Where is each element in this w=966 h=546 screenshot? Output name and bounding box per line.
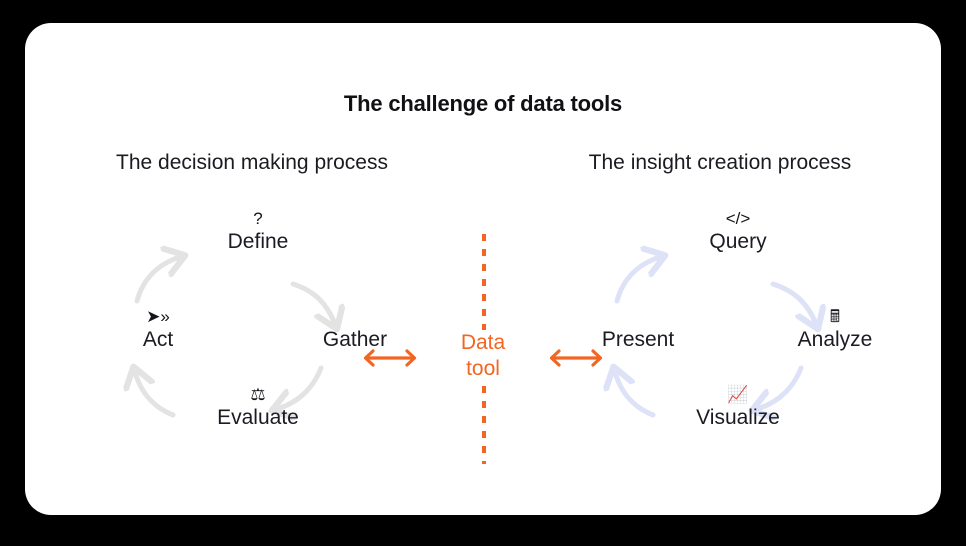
node-act-label: Act <box>142 328 174 351</box>
data-tool-group: Data tool <box>363 218 603 464</box>
calculator-icon: 🖩 <box>829 307 841 326</box>
node-evaluate[interactable]: ⚖ Evaluate <box>173 385 343 431</box>
arrow-evaluate-to-act <box>135 372 176 418</box>
node-act[interactable]: ➤» Act <box>73 307 243 353</box>
node-query[interactable]: </> Query <box>653 209 823 255</box>
balance-scales-icon: ⚖ <box>250 385 266 404</box>
node-present-label: Present <box>601 328 675 351</box>
node-gather-label: Gather <box>322 328 388 351</box>
fast-forward-arrow-icon: ➤» <box>146 307 170 326</box>
data-tool-label: Data tool <box>433 330 533 382</box>
data-tool-label-line2: tool <box>466 357 500 380</box>
right-process-label: The insight creation process <box>588 151 852 174</box>
diagram-card: The challenge of data tools The decision… <box>25 23 941 515</box>
node-evaluate-label: Evaluate <box>217 406 299 429</box>
code-brackets-icon: </> <box>725 209 751 228</box>
node-analyze-label: Analyze <box>797 328 873 351</box>
node-analyze[interactable]: 🖩 Analyze <box>750 307 920 353</box>
left-process-label: The decision making process <box>116 151 388 174</box>
node-query-label: Query <box>709 230 767 253</box>
double-headed-arrow-icon-left <box>363 349 417 367</box>
arrow-visualize-to-present <box>615 372 656 418</box>
node-define[interactable]: ? Define <box>173 209 343 255</box>
node-visualize-label: Visualize <box>696 406 780 429</box>
vertical-dashed-divider-top <box>482 234 486 330</box>
arrow-present-to-query <box>614 257 660 304</box>
node-visualize[interactable]: 📈 Visualize <box>653 385 823 431</box>
node-define-label: Define <box>227 230 289 253</box>
question-mark-icon: ? <box>253 209 263 228</box>
vertical-dashed-divider-bottom <box>482 386 486 464</box>
node-gather[interactable]: Gather <box>270 307 440 353</box>
bar-chart-icon: 📈 <box>727 385 749 404</box>
data-tool-label-line1: Data <box>460 331 506 354</box>
double-headed-arrow-icon-right <box>549 349 603 367</box>
arrow-act-to-define <box>134 257 180 304</box>
page-title: The challenge of data tools <box>343 91 623 116</box>
node-present[interactable]: Present <box>553 307 723 353</box>
